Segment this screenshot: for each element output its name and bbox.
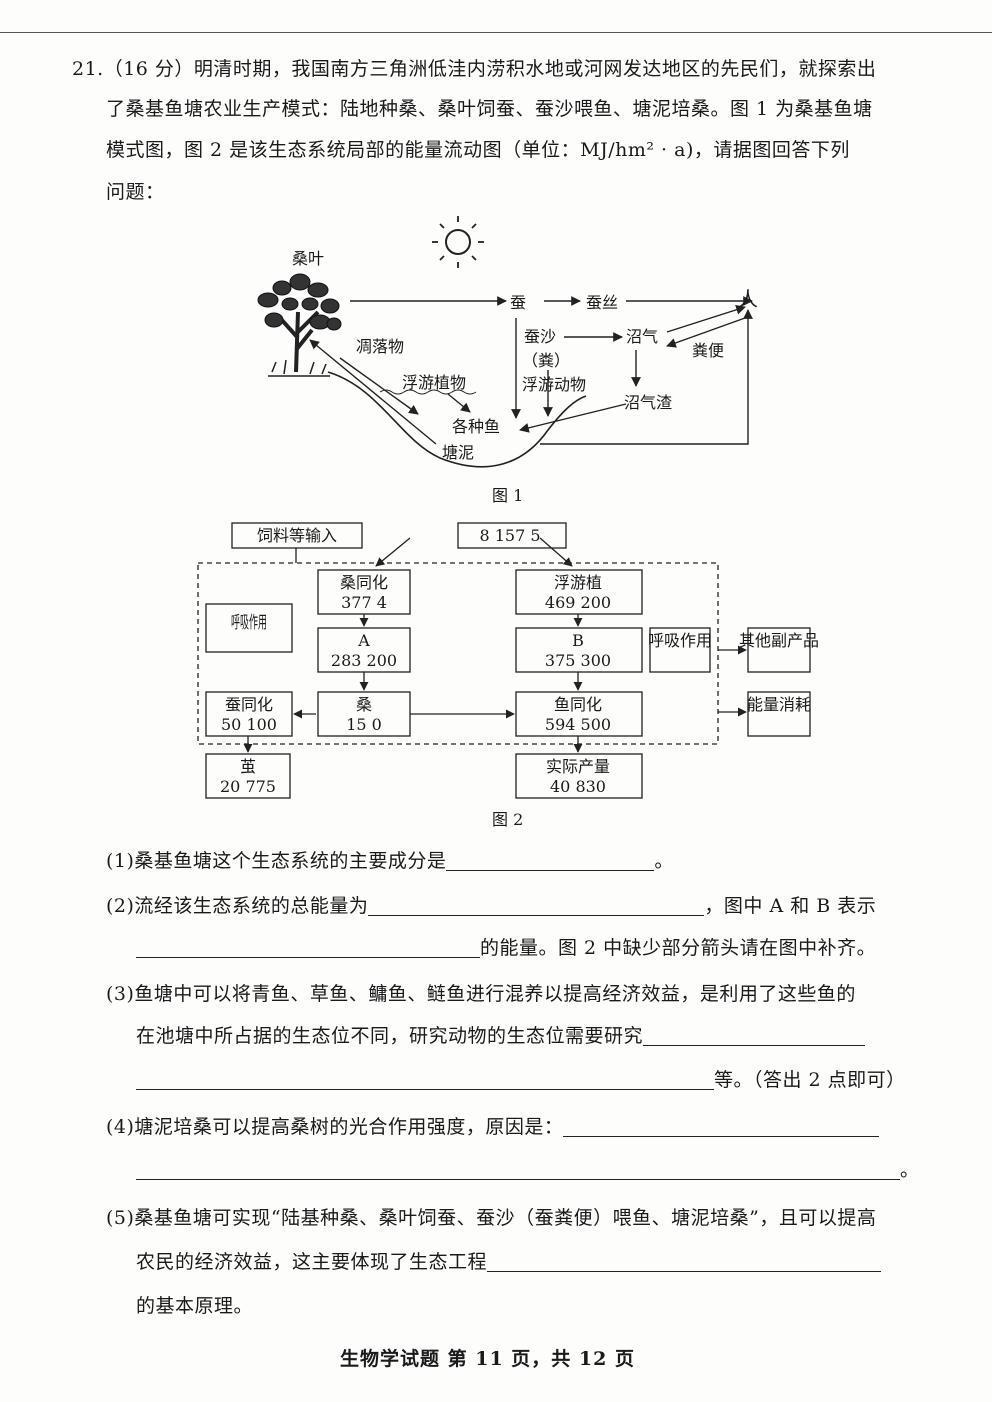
q4-answer-blank-2[interactable] [136, 1159, 900, 1180]
q5-line-2: 农民的经济效益，这主要体现了生态工程 [136, 1250, 882, 1274]
q1-line: (1)桑基鱼塘这个生态系统的主要成分是 。 [106, 849, 674, 873]
label-mud: 塘泥 [442, 443, 474, 462]
feed-input-label: 饲料等输入 [257, 526, 337, 545]
label-human: 人 [738, 287, 758, 311]
q5-line-3: 的基本原理。 [136, 1295, 254, 1317]
q1-answer-blank[interactable] [446, 850, 655, 871]
q5-line-1: (5)桑基鱼塘可实现“陆基种桑、桑叶饲蚕、蚕沙（蚕粪便）喂鱼、塘泥培桑”，且可以… [106, 1207, 877, 1229]
question-line-3: 模式图，图 2 是该生态系统局部的能量流动图（单位：MJ/hm² · a)，请据… [106, 139, 850, 161]
q5-text-2: 农民的经济效益，这主要体现了生态工程 [136, 1251, 488, 1273]
a-value: 283 200 [331, 651, 397, 670]
actual-output-value: 40 830 [550, 777, 606, 796]
q3-text-3: 等。（答出 2 点即可） [714, 1069, 906, 1091]
q4-line-1: (4)塘泥培桑可以提高桑树的光合作用强度，原因是： [106, 1115, 880, 1139]
mulberry-total-value: 15 0 [346, 715, 382, 734]
mulberry-assim-value: 377 4 [341, 593, 387, 612]
q2-text: (2)流经该生态系统的总能量为 [106, 895, 369, 917]
figures: 桑叶 蚕 蚕丝 人 凋落物 蚕沙 （粪） 沼气 粪便 浮游植物 浮游动物 沼气渣… [197, 216, 819, 799]
q2-text-2: ，图中 A 和 B 表示 [704, 895, 877, 917]
label-silkworm-feces: 蚕沙 [524, 327, 556, 346]
figure-1 [257, 216, 753, 468]
q2-energy-blank[interactable] [368, 895, 705, 916]
energy-loss-label: 能量消耗 [747, 695, 811, 714]
label-fish: 各种鱼 [452, 417, 500, 436]
q2-line-2: 的能量。图 2 中缺少部分箭头请在图中补齐。 [136, 936, 876, 960]
q3-answer-blank-1[interactable] [643, 1025, 866, 1046]
label-litter: 凋落物 [356, 337, 404, 356]
q3-answer-blank-2[interactable] [136, 1069, 714, 1090]
b-value: 375 300 [545, 651, 611, 670]
mulberry-total-label: 桑 [356, 695, 372, 714]
sun-icon [432, 216, 484, 268]
question-line-4: 问题： [106, 181, 165, 203]
silkworm-assim-value: 50 100 [221, 715, 277, 734]
label-silk: 蚕丝 [586, 293, 618, 312]
silkworm-assim-label: 蚕同化 [225, 695, 273, 714]
plankton-assim-label: 浮游植 [554, 573, 602, 592]
label-biogas-residue: 沼气渣 [624, 393, 672, 412]
top-rule [0, 32, 992, 33]
actual-output-label: 实际产量 [546, 757, 610, 776]
label-zooplankton: 浮游动物 [522, 375, 586, 394]
label-mulberry: 桑叶 [292, 249, 324, 268]
q2-line-1: (2)流经该生态系统的总能量为 ，图中 A 和 B 表示 [106, 894, 876, 918]
label-silkworm: 蚕 [510, 293, 526, 312]
q2-ab-blank[interactable] [136, 937, 480, 958]
q2-text-3: 的能量。图 2 中缺少部分箭头请在图中补齐。 [480, 937, 877, 959]
q3-line-2: 在池塘中所占据的生态位不同，研究动物的生态位需要研究 [136, 1024, 866, 1048]
q4-end: 。 [900, 1159, 920, 1181]
q3-line-3: 等。（答出 2 点即可） [136, 1068, 906, 1092]
q3-text-2: 在池塘中所占据的生态位不同，研究动物的生态位需要研究 [136, 1025, 644, 1047]
q4-text: (4)塘泥培桑可以提高桑树的光合作用强度，原因是： [106, 1116, 564, 1138]
label-phytoplankton: 浮游植物 [402, 373, 466, 392]
question-line-1: 21.（16 分）明清时期，我国南方三角洲低洼内涝积水地或河网发达地区的先民们，… [72, 58, 877, 80]
label-excrement: 粪便 [692, 341, 724, 360]
q1-text: (1)桑基鱼塘这个生态系统的主要成分是 [106, 850, 447, 872]
figure-2 [197, 522, 811, 799]
cocoon-value: 20 775 [220, 777, 276, 796]
label-feces-note: （粪） [522, 351, 570, 370]
figure-2-caption: 图 2 [492, 810, 524, 829]
mulberry-tree-icon [257, 273, 342, 377]
q1-end: 。 [654, 850, 674, 872]
figure-1-caption: 图 1 [492, 486, 524, 505]
respiration-right: 呼吸作用 [648, 631, 712, 650]
other-products-label: 其他副产品 [739, 631, 819, 650]
a-label: A [357, 631, 370, 650]
question-line-2: 了桑基鱼塘农业生产模式：陆地种桑、桑叶饲蚕、蚕沙喂鱼、塘泥培桑。图 1 为桑基鱼… [106, 98, 873, 120]
plankton-assim-value: 469 200 [545, 593, 611, 612]
fish-assim-value: 594 500 [545, 715, 611, 734]
page-footer: 生物学试题 第 11 页，共 12 页 [340, 1348, 635, 1370]
label-biogas: 沼气 [626, 327, 658, 346]
q3-line-1: (3)鱼塘中可以将青鱼、草鱼、鳙鱼、鲢鱼进行混养以提高经济效益，是利用了这些鱼的 [106, 983, 856, 1005]
mulberry-assim-label: 桑同化 [340, 573, 388, 592]
respiration-left: 呼吸作用 [231, 613, 267, 633]
cocoon-label: 茧 [240, 757, 256, 776]
q5-answer-blank[interactable] [487, 1251, 882, 1272]
fish-assim-label: 鱼同化 [554, 695, 602, 714]
b-label: B [572, 631, 584, 650]
q4-line-2: 。 [136, 1158, 920, 1182]
top-value-label: 8 157 5 [479, 526, 540, 545]
q4-answer-blank-1[interactable] [563, 1116, 880, 1137]
